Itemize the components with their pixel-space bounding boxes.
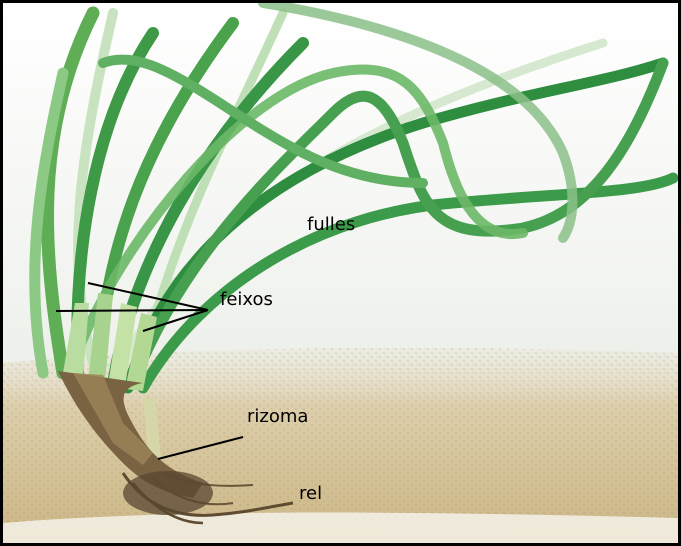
- bundles-pointer-line-2: [56, 310, 208, 311]
- seagrass-illustration: [3, 3, 678, 543]
- leaves-label: fulles: [307, 216, 355, 234]
- rhizome-label: rizoma: [247, 408, 308, 426]
- root-label: rel: [299, 485, 322, 503]
- bundles-label: feixos: [220, 291, 273, 309]
